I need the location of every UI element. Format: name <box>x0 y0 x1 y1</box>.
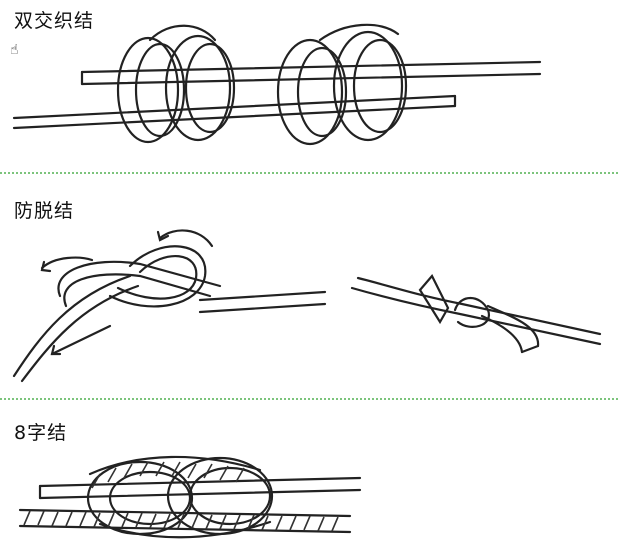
section-anti-slip-knot: 防脱结 <box>0 176 618 396</box>
divider-1 <box>0 172 618 174</box>
section-double-crossed-knot: 双交织结 ☝ <box>0 0 618 170</box>
divider-2 <box>0 398 618 400</box>
section-title-anti-slip-knot: 防脱结 <box>14 200 75 222</box>
hand-pointer-icon: ☝ <box>10 42 19 58</box>
section-title-double-crossed-knot: 双交织结 <box>14 10 95 32</box>
section-figure-eight-knot: 8字结 <box>0 404 618 548</box>
section-title-figure-eight-knot: 8字结 <box>14 422 68 444</box>
double-crossed-knot-illustration <box>12 23 542 146</box>
anti-slip-knot-illustration <box>12 229 602 383</box>
figure-eight-knot-illustration <box>18 455 362 539</box>
